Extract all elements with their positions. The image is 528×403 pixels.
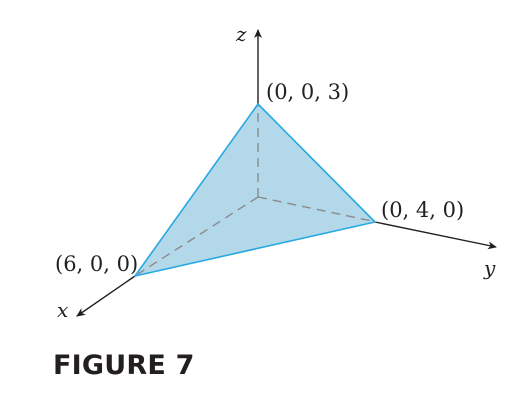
z-axis-label: z	[236, 22, 247, 46]
figure-caption: FIGURE 7	[53, 350, 195, 381]
hidden-y-segment	[257, 196, 373, 222]
point-label-y: (0, 4, 0)	[381, 198, 465, 222]
triangle-face	[134, 103, 376, 277]
y-axis	[374, 221, 497, 250]
point-label-x: (6, 0, 0)	[55, 252, 139, 276]
y-axis-label: y	[484, 256, 496, 280]
point-label-z: (0, 0, 3)	[266, 80, 350, 104]
x-axis	[76, 275, 136, 317]
x-axis-label: x	[57, 298, 69, 322]
hidden-x-segment	[137, 196, 259, 275]
